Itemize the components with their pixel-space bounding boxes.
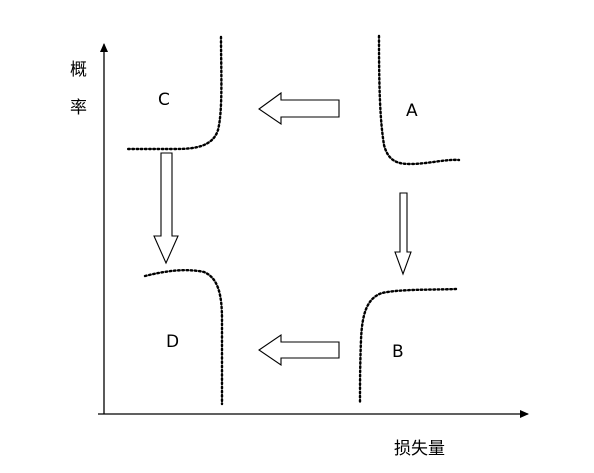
x-axis-label: 损失量 — [394, 439, 445, 459]
curve-b — [358, 287, 458, 404]
curve-d — [143, 268, 224, 406]
region-c-label: C — [158, 90, 170, 110]
curve-a — [377, 34, 461, 166]
arrow-b-to-d — [258, 333, 340, 367]
region-b-label: B — [392, 342, 404, 362]
arrow-c-to-d — [153, 152, 179, 265]
y-axis-label-part1: 概 — [70, 60, 87, 80]
region-a-label: A — [406, 101, 418, 121]
arrow-a-to-b — [394, 192, 412, 276]
arrow-a-to-c — [258, 91, 340, 126]
curve-c — [124, 35, 223, 151]
region-d-label: D — [166, 332, 180, 352]
y-axis-label-part2: 率 — [70, 98, 87, 118]
